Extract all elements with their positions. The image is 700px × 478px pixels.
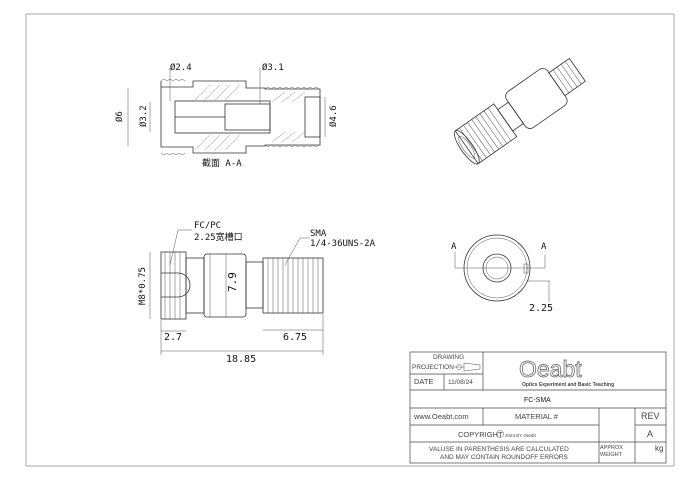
title-block: DRAWING PROJECTION DATE 11/08/24 Oeabt O… [409, 351, 667, 464]
section-mark-right: A [541, 242, 547, 252]
note-line-1: VALUSE IN PARENTHESIS ARE CALCULATED [429, 446, 569, 453]
dim-diameter-3-2: Ø3.2 [138, 105, 149, 127]
end-view: A A 2.25 [451, 234, 553, 314]
sma-label: SMA [310, 229, 327, 239]
rev-value: A [647, 429, 653, 439]
dim-6-75: 6.75 [283, 332, 307, 343]
part-name: FC-SMA [524, 397, 551, 404]
dim-m8-thread: M8*0.75 [138, 267, 148, 305]
dim-diameter-6: Ø6 [114, 111, 125, 122]
date-label: DATE [414, 377, 433, 386]
drawing-frame [25, 13, 675, 467]
website: www.Oeabt.com [413, 412, 469, 421]
section-view-a-a: Ø2.4 Ø3.1 Ø6 Ø3.2 Ø4.6 截面 A-A [114, 62, 339, 169]
isometric-view [453, 57, 586, 165]
section-caption: 截面 A-A [202, 157, 242, 169]
sma-thread-label: 1/4-36UNS-2A [310, 239, 376, 249]
projection-label: PROJECTION [412, 364, 454, 371]
oeabt-logo: Oeabt [519, 356, 582, 382]
material-label: MATERIAL # [515, 412, 559, 421]
date-value: 11/08/24 [448, 379, 473, 386]
copyright-icon [496, 430, 504, 438]
dim-2-25: 2.25 [529, 303, 553, 314]
logo-tagline: Optics Experiment and Basic Teaching [522, 382, 614, 388]
fc-label: FC/PC [194, 221, 221, 231]
copyright-label: COPYRIGHT [458, 430, 503, 439]
dim-diameter-4-6: Ø4.6 [328, 105, 339, 127]
fc-slot-label: 2.25宽槽口 [194, 231, 243, 243]
projection-symbol-icon [454, 362, 481, 372]
dim-2-7: 2.7 [164, 332, 182, 343]
weight-unit: kg [655, 444, 663, 453]
note-line-2: AND MAY CONTAIN ROUNDOFF ERRORS [440, 454, 569, 461]
side-view: FC/PC 2.25宽槽口 SMA 1/4-36UNS-2A M8*0.75 7… [138, 221, 376, 365]
dim-7-9: 7.9 [226, 272, 239, 292]
weight-label: WEIGHT [600, 452, 623, 458]
section-mark-left: A [451, 242, 457, 252]
drawing-label: DRAWING [433, 354, 464, 361]
dim-diameter-2-4: Ø2.4 [170, 62, 192, 73]
copyright-year: 2024 BY Oeabt [505, 433, 536, 438]
rev-label: REV [641, 411, 660, 421]
dim-diameter-3-1: Ø3.1 [262, 62, 284, 73]
dim-18-85: 18.85 [226, 354, 256, 365]
approx-label: APPROX [600, 445, 623, 451]
